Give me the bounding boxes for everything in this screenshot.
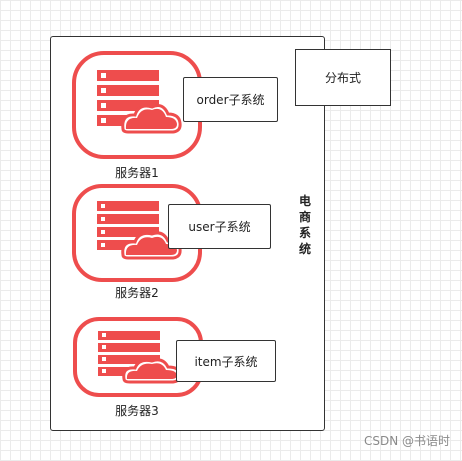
distributed-box: 分布式: [295, 49, 391, 106]
server-icon-3: [72, 316, 204, 402]
system-label: 电商系统: [298, 194, 311, 256]
server-caption-2: 服务器2: [115, 286, 159, 300]
distributed-label: 分布式: [324, 71, 361, 85]
subsystem-label-1: order子系统: [196, 93, 265, 107]
server-caption-3: 服务器3: [115, 404, 159, 418]
server-caption-1: 服务器1: [115, 166, 159, 180]
server-icon-1: [71, 50, 203, 164]
subsystem-box-3: item子系统: [176, 340, 276, 382]
subsystem-label-3: item子系统: [194, 354, 258, 369]
subsystem-label-2: user子系统: [188, 220, 251, 234]
watermark: CSDN @书语时: [363, 434, 450, 448]
subsystem-box-1: order子系统: [183, 77, 278, 122]
subsystem-box-2: user子系统: [168, 204, 271, 249]
